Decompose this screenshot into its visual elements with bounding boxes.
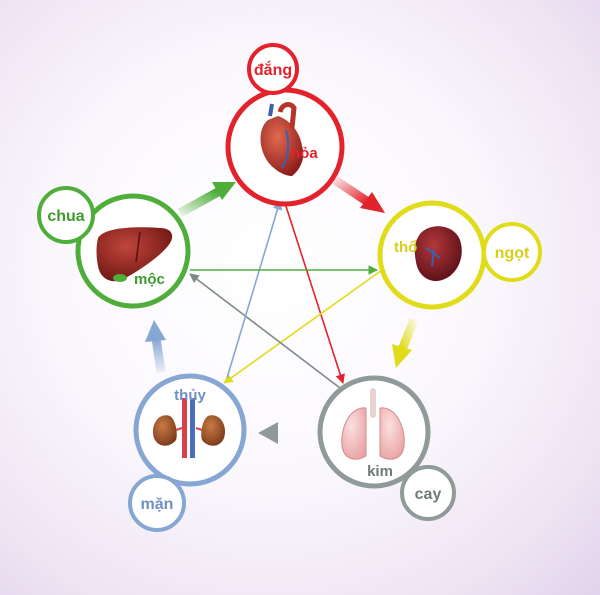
taste-circle-chua — [37, 186, 95, 244]
generate-arrow-kim-thuy — [258, 422, 318, 444]
liver-icon — [96, 227, 173, 282]
element-name-tho: thổ — [394, 239, 417, 256]
element-name-kim: kim — [367, 463, 393, 480]
element-hoa: hỏa đắng — [225, 43, 345, 207]
element-kim: kim cay — [317, 375, 456, 521]
taste-label-man: mặn — [141, 496, 174, 513]
taste-circle-ngot — [482, 222, 542, 282]
generate-arrow-moc-hoa — [177, 182, 236, 217]
generate-arrow-hoa-tho — [332, 176, 385, 213]
taste-circle-dang — [247, 43, 299, 95]
heart-icon — [260, 102, 304, 176]
generate-arrow-tho-kim — [392, 318, 419, 368]
control-line-hoa-kim — [283, 199, 345, 384]
taste-label-cay: cay — [415, 486, 442, 503]
element-moc: mộc chua — [37, 186, 191, 309]
lungs-icon — [341, 388, 405, 460]
element-thuy: thủy mặn — [128, 373, 247, 532]
taste-circle-man — [128, 474, 186, 532]
taste-label-ngot: ngọt — [495, 245, 530, 262]
element-tho: thổ ngọt — [377, 200, 542, 310]
taste-label-chua: chua — [47, 208, 84, 225]
spleen-icon — [414, 226, 462, 282]
kidneys-icon — [152, 398, 226, 458]
taste-circle-cay — [400, 465, 456, 521]
generate-arrow-thuy-moc — [145, 320, 166, 373]
control-line-kim-moc — [189, 273, 341, 389]
element-name-hoa: hỏa — [291, 145, 318, 162]
element-name-thuy: thủy — [174, 387, 206, 404]
taste-label-dang: đắng — [254, 60, 292, 79]
control-line-thuy-hoa — [226, 200, 283, 379]
control-line-tho-thuy — [223, 269, 383, 384]
element-circle-kim — [317, 375, 431, 489]
element-name-moc: mộc — [134, 271, 165, 288]
